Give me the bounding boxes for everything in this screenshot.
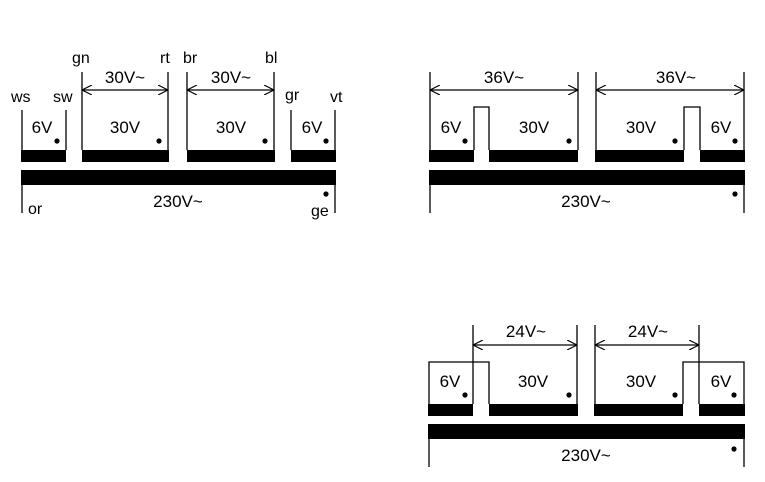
winding-bar-4 bbox=[699, 404, 745, 416]
winding-voltage-3: 30V bbox=[216, 118, 247, 137]
diagram-2: 36V~ 36V~ 6V 30V 30V 6V 230V~ bbox=[429, 68, 745, 213]
winding-bar-4 bbox=[291, 150, 336, 162]
wire-label-sw: sw bbox=[53, 89, 73, 106]
tap-voltage-1: 24V~ bbox=[506, 322, 546, 341]
primary-bar bbox=[428, 424, 745, 439]
winding-bar-1 bbox=[21, 150, 66, 162]
tap-voltage-2: 24V~ bbox=[628, 322, 668, 341]
primary-bar bbox=[429, 170, 745, 185]
wire-label-gr: gr bbox=[285, 87, 300, 104]
winding-bar-1 bbox=[429, 150, 474, 162]
polarity-dots bbox=[462, 138, 738, 197]
primary-voltage: 230V~ bbox=[561, 446, 611, 465]
winding-bar-3 bbox=[187, 150, 275, 162]
polarity-dots bbox=[54, 138, 329, 197]
winding-bar-3 bbox=[594, 404, 683, 416]
winding-voltage-2: 30V bbox=[519, 118, 550, 137]
polarity-dots bbox=[462, 392, 737, 452]
diagram-3: 24V~ 24V~ 6V 30V 30V 6V 230V~ bbox=[428, 322, 745, 467]
wire-label-br: br bbox=[183, 50, 198, 67]
winding-voltage-1: 6V bbox=[441, 118, 462, 137]
winding-voltage-3: 30V bbox=[626, 118, 657, 137]
winding-voltage-2: 30V bbox=[110, 118, 141, 137]
winding-bar-2 bbox=[489, 150, 578, 162]
wire-label-gn: gn bbox=[72, 50, 90, 67]
tap-voltage-1: 30V~ bbox=[105, 68, 145, 87]
primary-voltage: 230V~ bbox=[561, 192, 611, 211]
winding-voltage-4: 6V bbox=[302, 118, 323, 137]
winding-voltage-3: 30V bbox=[626, 372, 657, 391]
wire-label-ws: ws bbox=[10, 89, 31, 106]
winding-bar-2 bbox=[82, 150, 169, 162]
tap-voltage-2: 36V~ bbox=[656, 68, 696, 87]
tap-voltage-1: 36V~ bbox=[484, 68, 524, 87]
wire-label-rt: rt bbox=[160, 50, 170, 67]
wire-label-ge: ge bbox=[311, 203, 329, 220]
wire-label-or: or bbox=[28, 201, 43, 218]
lead-wires bbox=[428, 325, 745, 467]
winding-bar-3 bbox=[595, 150, 684, 162]
winding-bar-1 bbox=[428, 404, 473, 416]
winding-voltage-4: 6V bbox=[711, 372, 732, 391]
primary-voltage: 230V~ bbox=[153, 192, 203, 211]
tap-voltage-2: 30V~ bbox=[211, 68, 251, 87]
diagram-1: ws sw gn rt br bl gr vt or ge 30V~ 30V~ … bbox=[10, 50, 343, 220]
winding-bar-2 bbox=[489, 404, 578, 416]
winding-voltage-4: 6V bbox=[711, 118, 732, 137]
winding-voltage-1: 6V bbox=[440, 372, 461, 391]
winding-voltage-1: 6V bbox=[32, 118, 53, 137]
wire-label-vt: vt bbox=[330, 89, 343, 106]
winding-voltage-2: 30V bbox=[518, 372, 549, 391]
wire-label-bl: bl bbox=[265, 50, 277, 67]
winding-bar-4 bbox=[700, 150, 745, 162]
primary-bar bbox=[21, 170, 336, 185]
lead-wires bbox=[429, 72, 745, 213]
